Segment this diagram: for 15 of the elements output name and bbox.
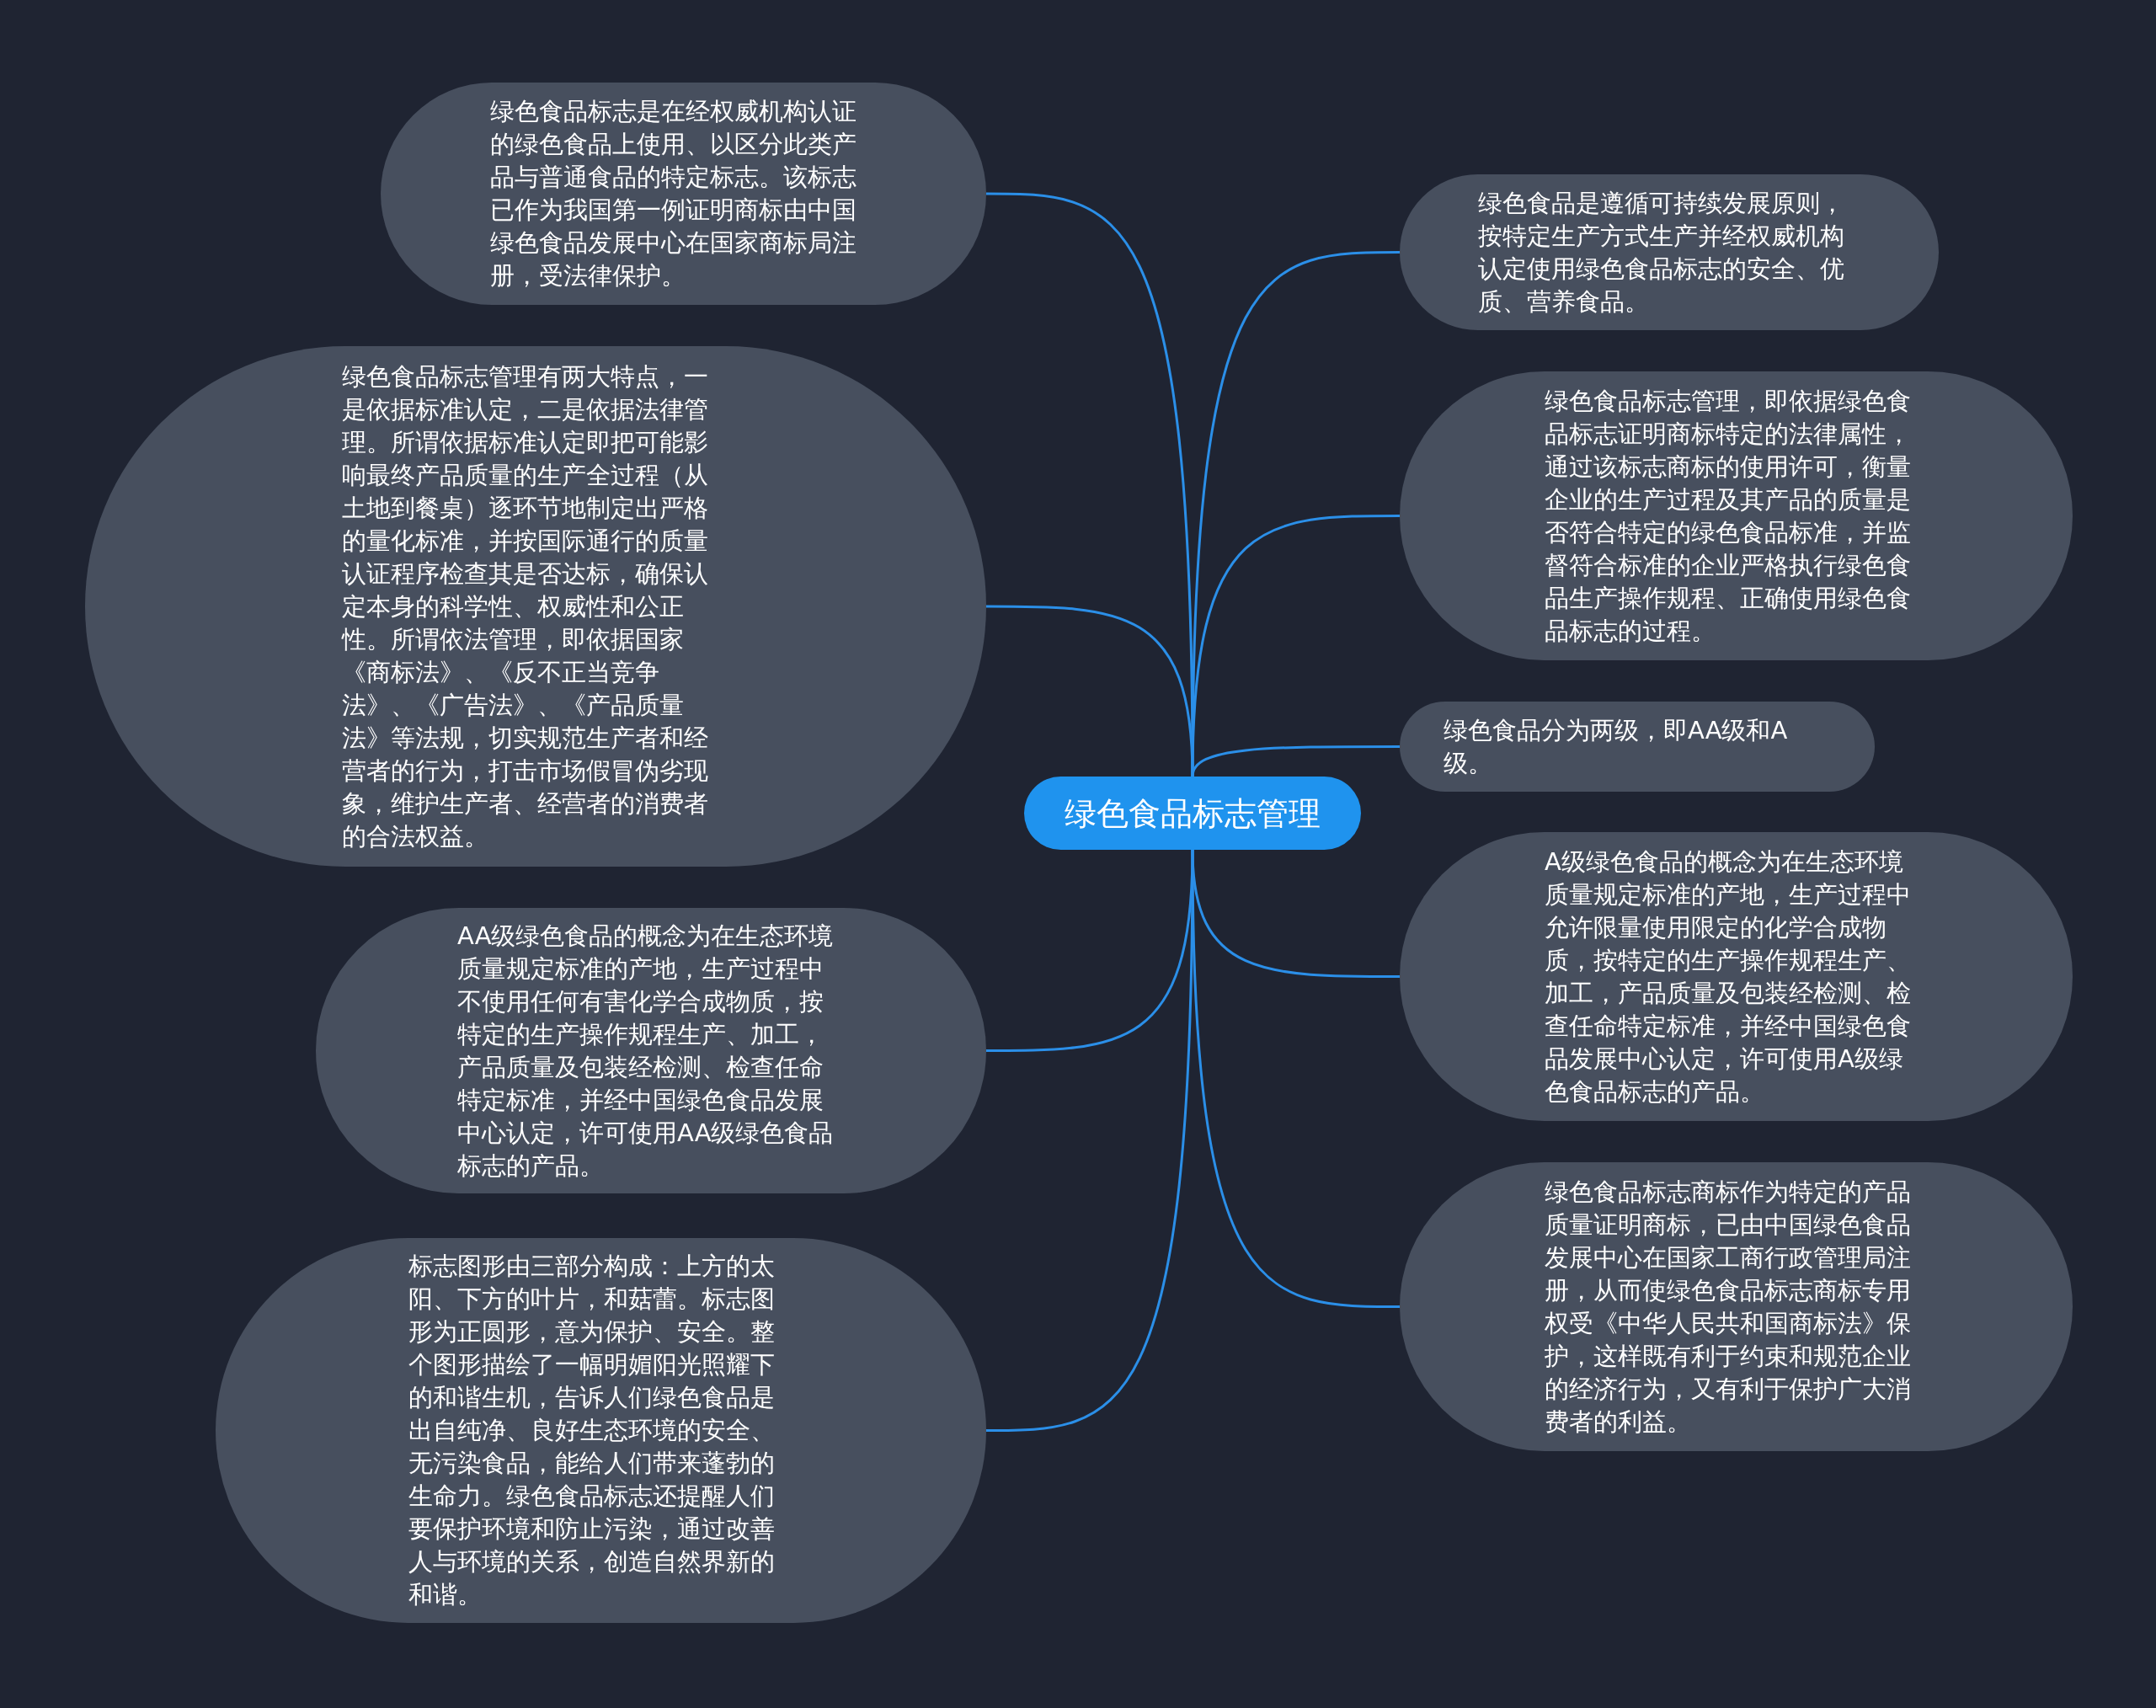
connector-line <box>1191 251 1400 777</box>
connector-line <box>1191 515 1400 777</box>
connector-line <box>1191 849 1400 1308</box>
bubble-text: 绿色食品标志管理，即依据绿色食品标志证明商标特定的法律属性，通过该标志商标的使用许可，衡量企业的生产过程及其产品的质量是否符合特定的绿色食品标准，并监督符合标准的企业严格执行绿色食品生产操作规程、正确使用绿色食品标志的过程。 <box>1545 385 1912 647</box>
bubble-text: 绿色食品标志商标作为特定的产品质量证明商标，已由中国绿色食品发展中心在国家工商行政管理局注册，从而使绿色食品标志商标专用权受《中华人民共和国商标法》保护，这样既有利于约束和规范企业的经济行为，又有利于保护广大消费者的利益。 <box>1545 1176 1912 1438</box>
bubble-text: 绿色食品是遵循可持续发展原则，按特定生产方式生产并经权威机构认定使用绿色食品标志的安全、优质、营养食品。 <box>1478 187 1845 318</box>
bubble-text: 标志图形由三部分构成：上方的太阳、下方的叶片，和菇蕾。标志图形为正圆形，意为保护、安全。整个图形描绘了一幅明媚阳光照耀下的和谐生机，告诉人们绿色食品是出自纯净、良好生态环境的安全、无污染食品，能给人们带来蓬勃的生命力。绿色食品标志还提醒人们要保护环境和防止污染，通过改善人与环境的关系，创造自然界新的和谐。 <box>408 1251 776 1610</box>
connector-line <box>986 850 1194 1432</box>
bubble-text: 绿色食品分为两级，即AA级和A级。 <box>1444 714 1789 779</box>
bubble-text: 绿色食品标志是在经权威机构认证的绿色食品上使用、以区分此类产品与普通食品的特定标志。该标志已作为我国第一例证明商标由中国绿色食品发展中心在国家商标局注册，受法律保护。 <box>490 96 857 291</box>
bubble-text: AA级绿色食品的概念为在生态环境质量规定标准的产地，生产过程中不使用任何有害化学合成物质，按特定的生产操作规程生产、加工，产品质量及包装经检测、检查任命特定标准，并经中国绿色食品发展中心认定，许可使用AA级绿色食品标志的产品。 <box>457 920 835 1182</box>
central-topic-text: 绿色食品标志管理 <box>1065 793 1321 833</box>
connector-line <box>1191 745 1400 777</box>
bubble-text: 绿色食品标志管理有两大特点，一是依据标准认定，二是依据法律管理。所谓依据标准认定即把可能影响最终产品质量的生产全过程（从土地到餐桌）逐环节地制定出严格的量化标准，并按国际通行的质量认证程序检查其是否达标，确保认定本身的科学性、权威性和公正性。所谓依法管理，即依据国家《商标法》、《反不正当竞争法》、《广告法》、《产品质量法》等法规，切实规范生产者和经营者的行为，打击市场假冒伪劣现象，维护生产者、经营者的消费者的合法权益。 <box>342 360 709 852</box>
bubble-text: A级绿色食品的概念为在生态环境质量规定标准的产地，生产过程中允许限量使用限定的化学合成物质，按特定的生产操作规程生产、加工，产品质量及包装经检测、检查任命特定标准，并经中国绿色食品发展中心认定，许可使用A级绿色食品标志的产品。 <box>1545 846 1912 1108</box>
